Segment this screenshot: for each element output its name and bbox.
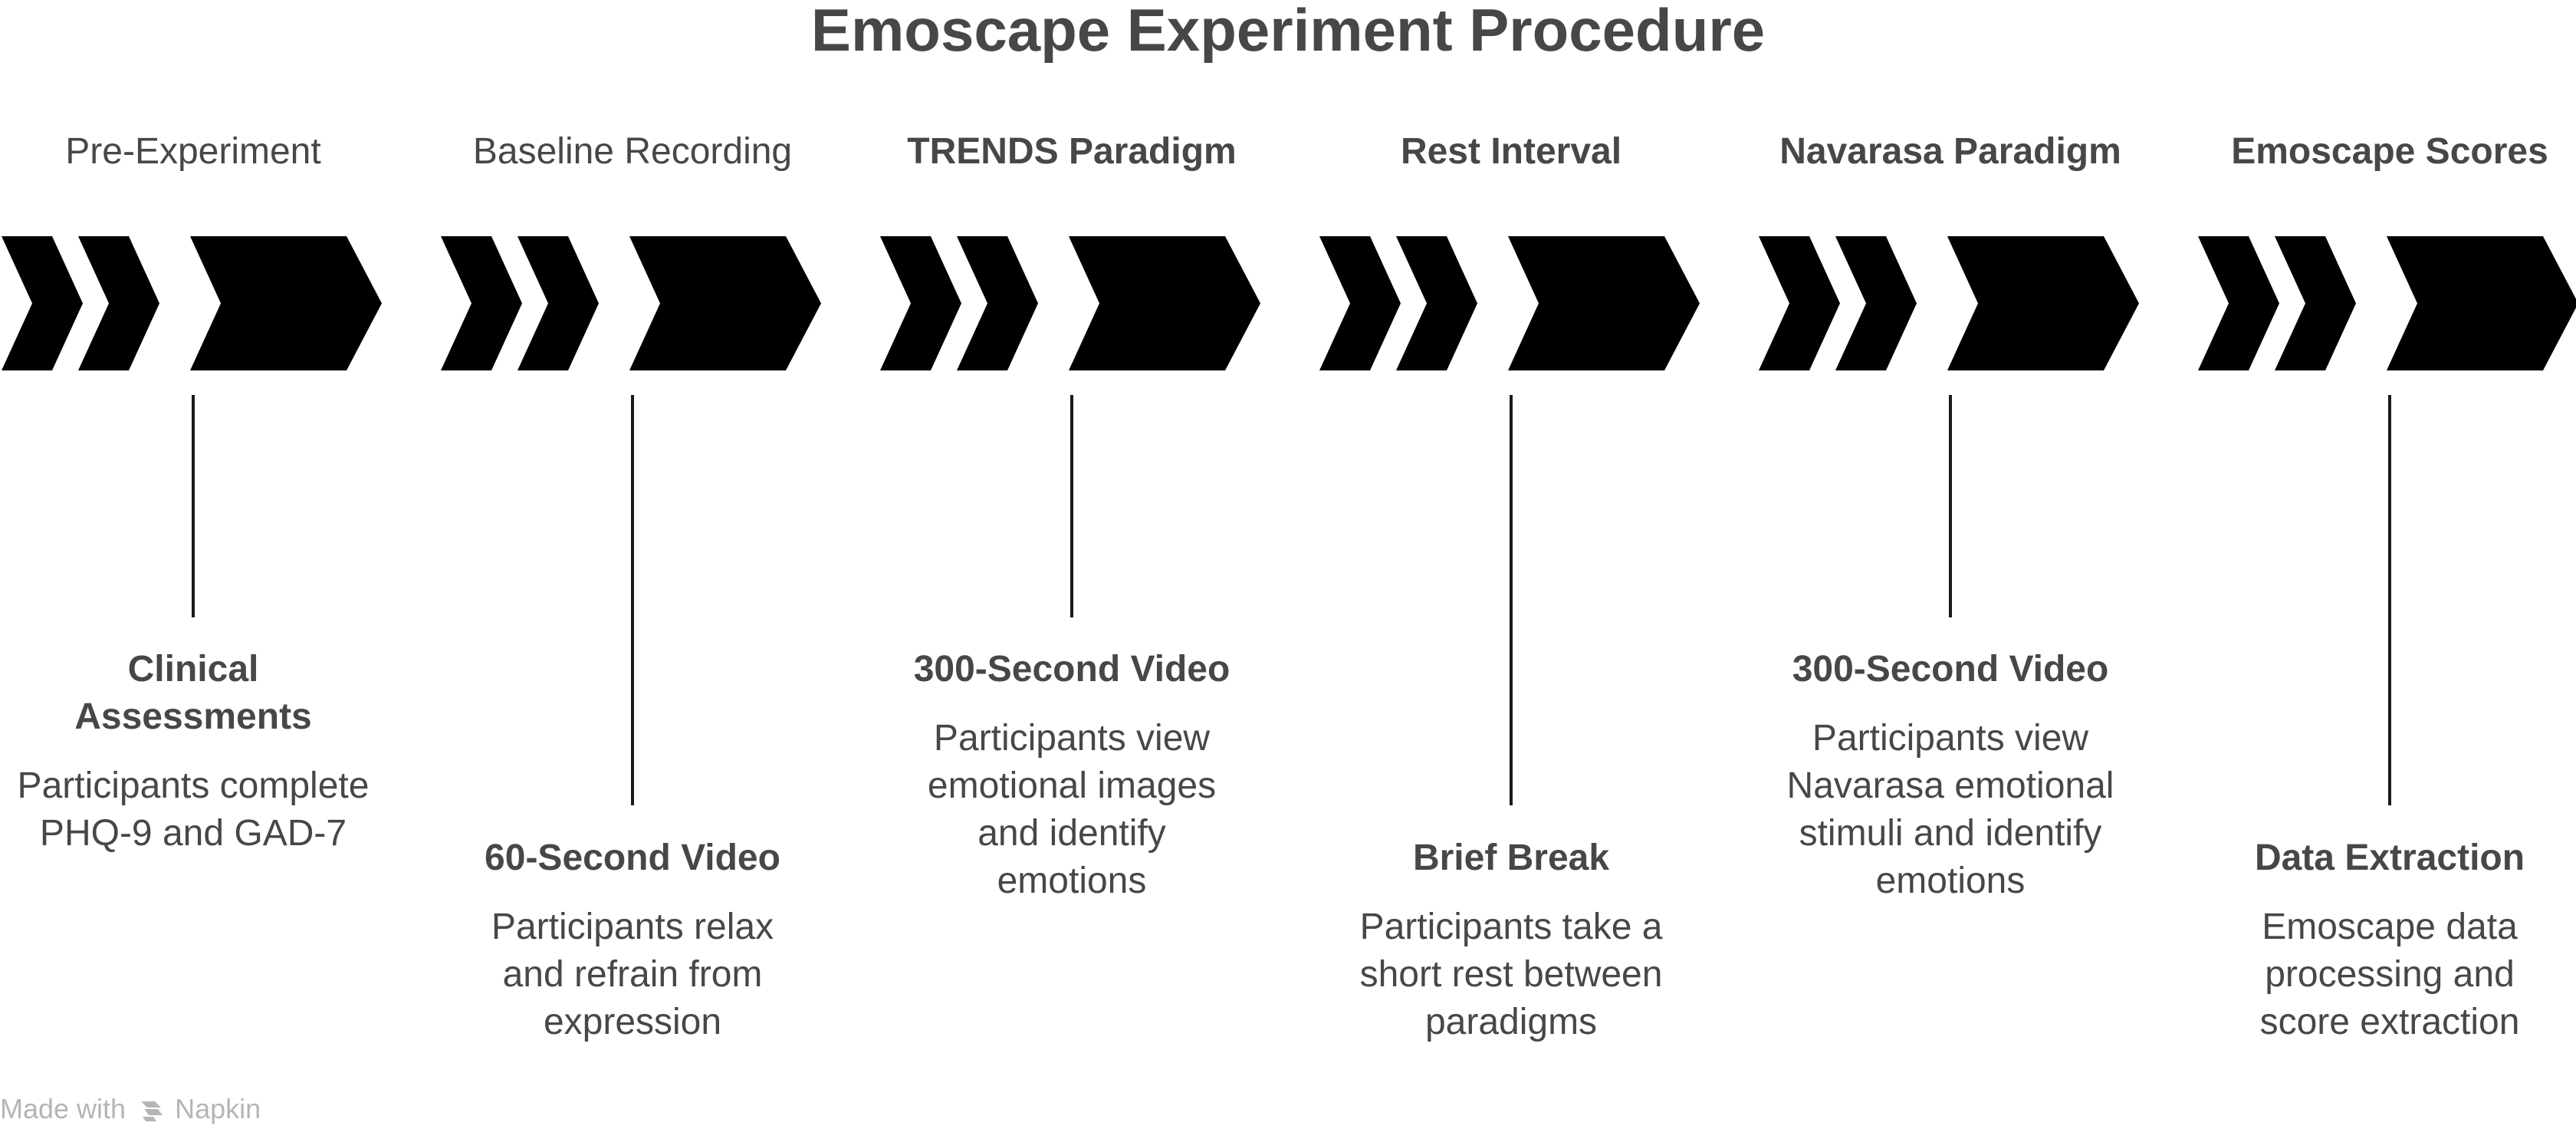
chevron-arrow-3 xyxy=(629,236,821,370)
chevron-arrow-1 xyxy=(1319,236,1401,370)
chevron-arrow-2 xyxy=(1396,236,1477,370)
stage-label: Emoscape Scores xyxy=(2231,131,2548,172)
stage-card-description: Emoscape data processing and score extra… xyxy=(2259,907,2520,1042)
stage-card-title: Clinical Assessments xyxy=(74,649,312,737)
stage-label: Baseline Recording xyxy=(472,131,793,172)
stage-card-title: 60-Second Video xyxy=(485,838,780,878)
chevron-arrow-1 xyxy=(880,236,961,370)
chevron-arrow-2 xyxy=(1835,236,1917,370)
chevron-arrow-2 xyxy=(78,236,159,370)
chevron-arrow-1 xyxy=(441,236,522,370)
chevron-arrows-icon xyxy=(2,236,382,370)
footer-watermark: Made with Napkin xyxy=(0,1092,261,1126)
connector-line xyxy=(192,395,195,617)
chevron-arrow-3 xyxy=(1069,236,1260,370)
chevron-arrow-2 xyxy=(2275,236,2356,370)
chevron-arrow-3 xyxy=(190,236,382,370)
chevron-arrow-3 xyxy=(1947,236,2139,370)
connector-line xyxy=(631,395,634,805)
chevron-arrows-icon xyxy=(1759,236,2139,370)
diagram-title: Emoscape Experiment Procedure xyxy=(810,0,1766,64)
connector-line xyxy=(1510,395,1513,805)
stage-card-title: Data Extraction xyxy=(2254,838,2525,878)
chevron-arrows-icon xyxy=(2198,236,2576,370)
chevron-arrow-3 xyxy=(2387,236,2576,370)
stage-card-description: Participants view emotional images and i… xyxy=(927,718,1217,901)
stage-card-title: 300-Second Video xyxy=(1792,649,2109,690)
stage-card-title: Brief Break xyxy=(1412,838,1610,878)
footer-brand: Napkin xyxy=(175,1093,261,1124)
stage-card-title: 300-Second Video xyxy=(913,649,1230,690)
connector-line xyxy=(2388,395,2391,805)
connector-line xyxy=(1070,395,1073,617)
footer-made-with: Made with xyxy=(0,1093,127,1124)
stage-label: Rest Interval xyxy=(1400,131,1622,172)
stage-card-description: Participants take a short rest between p… xyxy=(1359,907,1663,1042)
stage-label: Navarasa Paradigm xyxy=(1779,131,2121,172)
stage-label: TRENDS Paradigm xyxy=(907,131,1237,172)
chevron-arrow-2 xyxy=(957,236,1038,370)
stage-card-description: Participants view Navarasa emotional sti… xyxy=(1786,718,2114,901)
stage-card-description: Participants complete PHQ-9 and GAD-7 xyxy=(17,765,370,854)
chevron-arrows-icon xyxy=(880,236,1260,370)
chevron-arrow-1 xyxy=(1759,236,1840,370)
chevron-arrows-icon xyxy=(441,236,821,370)
stage-card-description: Participants relax and refrain from expr… xyxy=(491,907,774,1042)
napkin-logo-icon xyxy=(141,1101,163,1121)
chevron-arrow-1 xyxy=(2198,236,2279,370)
connector-line xyxy=(1949,395,1952,617)
chevron-arrow-1 xyxy=(2,236,83,370)
chevron-arrows-icon xyxy=(1319,236,1700,370)
chevron-arrow-2 xyxy=(518,236,599,370)
chevron-arrow-3 xyxy=(1508,236,1700,370)
stage-label: Pre-Experiment xyxy=(65,131,321,172)
